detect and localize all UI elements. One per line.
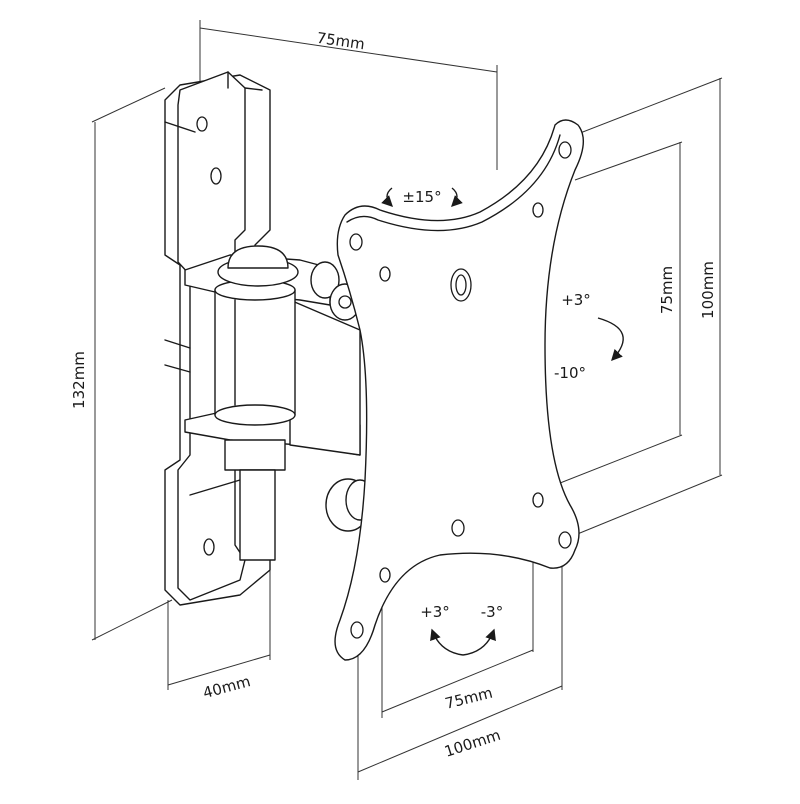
vesa-hole-75-bottom-right bbox=[532, 492, 544, 508]
wall-plate-hole-bottom bbox=[203, 538, 215, 556]
dimension-vesa-vertical-large: 100mm bbox=[574, 77, 723, 536]
vesa-hole-100-bottom-left bbox=[350, 621, 364, 639]
rotation-annotation: +3° -3° bbox=[420, 603, 503, 656]
rotate-right-label: -3° bbox=[481, 603, 503, 621]
dimension-total-height-label: 132mm bbox=[70, 351, 88, 409]
vesa-hole-100-top-right bbox=[558, 141, 572, 159]
vesa-hole-75-bottom-left bbox=[379, 567, 391, 583]
vesa-center-hole-lower bbox=[451, 519, 465, 537]
vesa-hole-100-bottom-right bbox=[558, 531, 572, 549]
dimension-vesa-horizontal-large-label: 100mm bbox=[442, 726, 503, 761]
wall-plate-hole-middle bbox=[210, 167, 222, 185]
vesa-hole-75-top-right bbox=[532, 202, 544, 218]
swivel-range-label: ±15° bbox=[402, 188, 441, 206]
dimension-vesa-horizontal-small-label: 75mm bbox=[443, 684, 494, 713]
dimension-top-width-label: 75mm bbox=[316, 29, 366, 54]
wall-plate-hole-top bbox=[196, 116, 208, 132]
vesa-hole-100-top-left bbox=[349, 233, 363, 251]
vesa-plate bbox=[334, 119, 584, 661]
dimension-vesa-vertical-small-label: 75mm bbox=[658, 266, 676, 314]
swivel-arm bbox=[184, 245, 375, 561]
tilt-up-label: +3° bbox=[561, 291, 591, 309]
dimension-vesa-vertical-large-label: 100mm bbox=[699, 261, 717, 319]
tilt-down-label: -10° bbox=[554, 364, 586, 382]
tilt-annotation: +3° -10° bbox=[554, 291, 624, 382]
rotate-left-label: +3° bbox=[420, 603, 450, 621]
dimension-wall-depth-label: 40mm bbox=[201, 672, 252, 702]
dimension-vesa-vertical-small: 75mm bbox=[554, 141, 683, 486]
swivel-annotation: ±15° bbox=[381, 187, 463, 207]
vesa-hole-75-top-left bbox=[379, 266, 391, 282]
dimension-total-height: 132mm bbox=[70, 87, 173, 641]
